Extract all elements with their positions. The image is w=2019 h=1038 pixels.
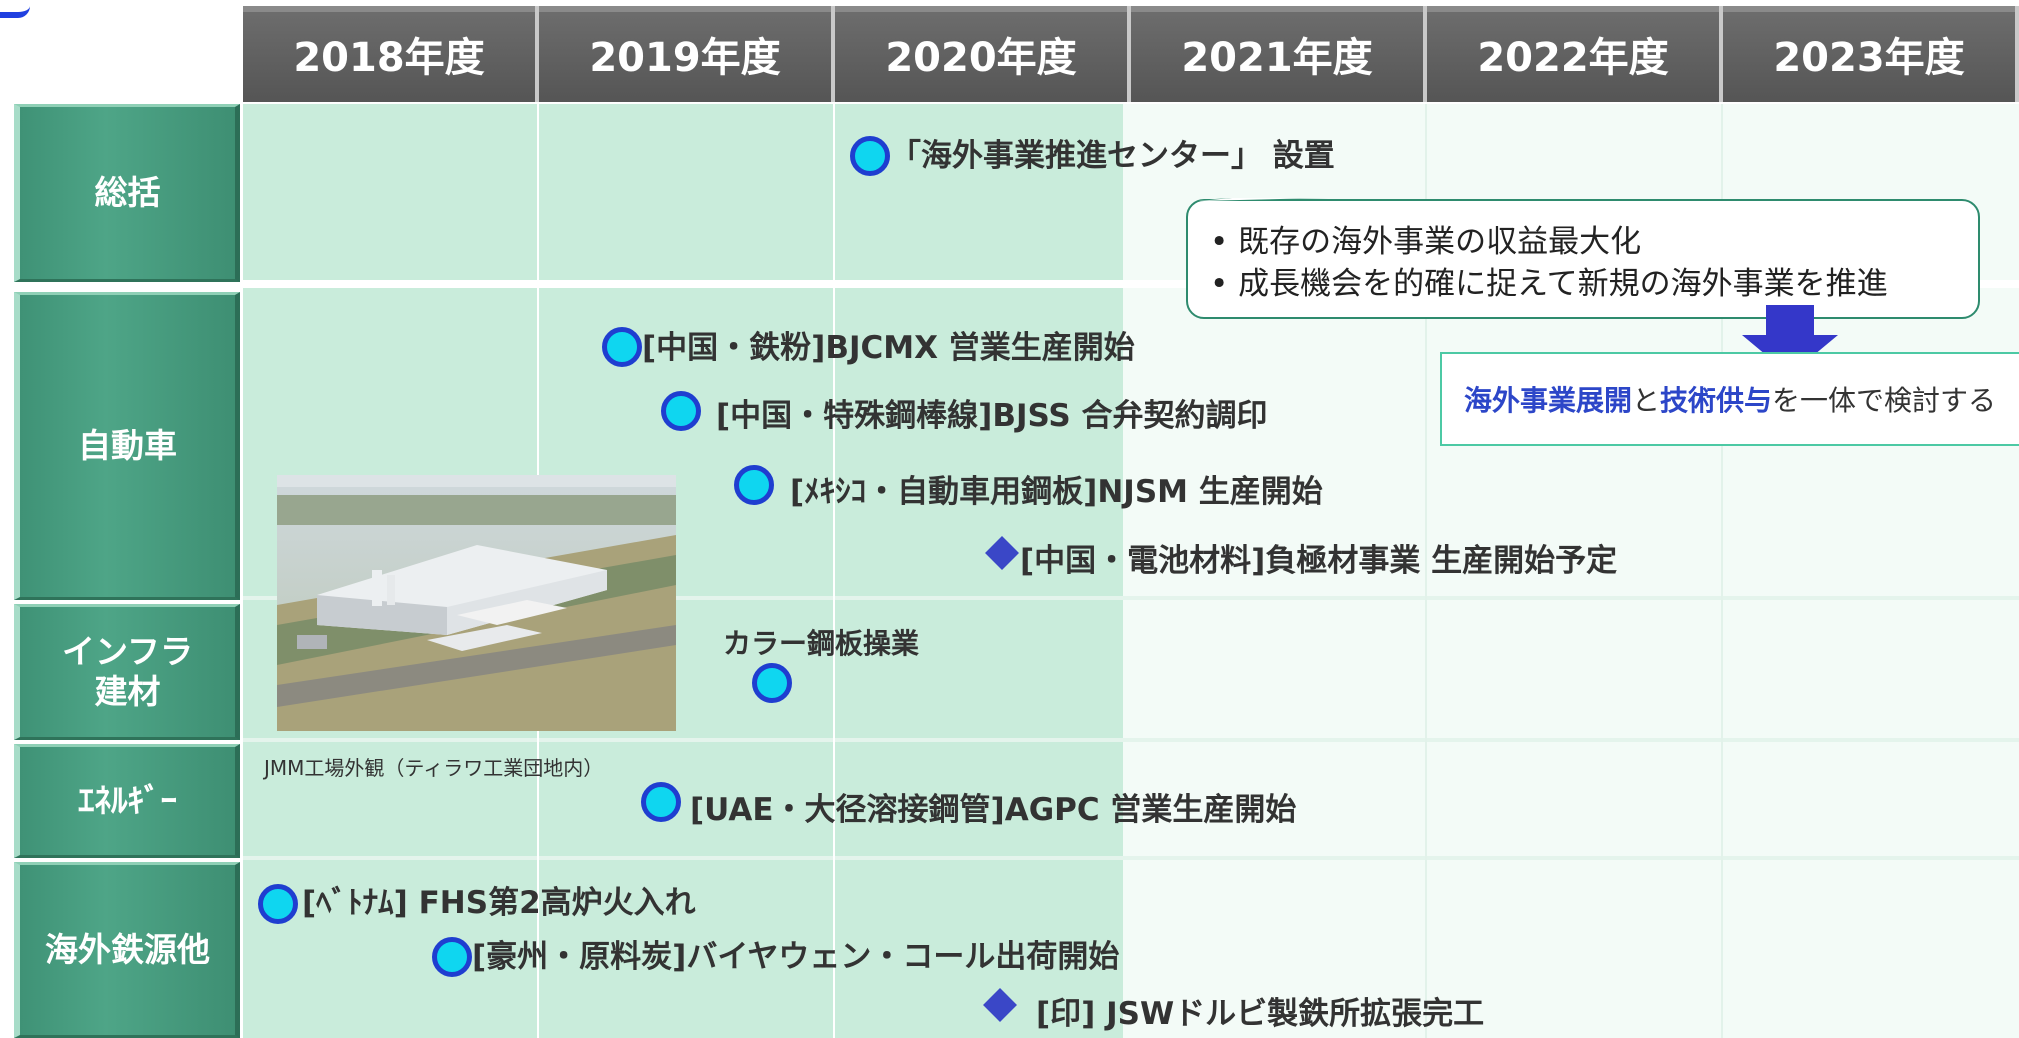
event-agpc: [UAE・大径溶接鋼管]AGPC 営業生産開始 [690, 792, 1297, 828]
year-header-2023: 2023年度 [1723, 6, 2019, 102]
milestone-circle-icon [258, 884, 298, 924]
event-njsm: [ﾒｷｼｺ・自動車用鋼板]NJSM 生産開始 [790, 474, 1323, 510]
year-header-2021: 2021年度 [1131, 6, 1427, 102]
factory-photo [277, 475, 676, 731]
integration-note: 海外事業展開と技術供与を一体で検討する [1440, 352, 2019, 446]
milestone-circle-icon [602, 327, 642, 367]
corner-mark [0, 0, 30, 18]
grid-divider [243, 738, 2019, 742]
event-bjcmx: [中国・鉄粉]BJCMX 営業生産開始 [642, 330, 1135, 366]
event-color-steel: カラー鋼板操業 [723, 627, 920, 660]
grid-column-line [833, 104, 835, 1038]
year-header-2022: 2022年度 [1427, 6, 1723, 102]
grid-divider [243, 856, 2019, 860]
row-label-overseas: 海外鉄源他 [14, 862, 240, 1038]
row-label-energy: ｴﾈﾙｷﾞｰ [14, 744, 240, 858]
grid-column-line [1721, 104, 1723, 1038]
callout-line-2: • 成長機会を的確に捉えて新規の海外事業を推進 [1210, 266, 1888, 302]
year-header-2020: 2020年度 [835, 6, 1131, 102]
event-bjss: [中国・特殊鋼棒線]BJSS 合弁契約調印 [716, 398, 1268, 434]
row-label-automotive: 自動車 [14, 292, 240, 600]
note-tail: を一体で検討する [1772, 384, 1997, 417]
milestone-circle-icon [734, 465, 774, 505]
event-fhs: [ﾍﾞﾄﾅﾑ] FHS第2高炉火入れ [302, 885, 696, 921]
grid-divider [243, 596, 2019, 600]
grid-column-line [1425, 104, 1427, 1038]
year-header-2019: 2019年度 [539, 6, 835, 102]
milestone-circle-icon [432, 937, 472, 977]
grid-divider [243, 280, 2019, 288]
event-coal: [豪州・原料炭]バイヤウェン・コール出荷開始 [472, 939, 1120, 975]
note-connector: と [1632, 384, 1661, 417]
event-jsw: [印] JSWドルビ製鉄所拡張完工 [1036, 996, 1485, 1032]
note-highlight-technology: 技術供与 [1660, 384, 1773, 417]
event-center-established: 「海外事業推進センター」 設置 [890, 138, 1335, 174]
callout-line-1: • 既存の海外事業の収益最大化 [1210, 224, 1642, 260]
policy-callout: • 既存の海外事業の収益最大化 • 成長機会を的確に捉えて新規の海外事業を推進 [1186, 199, 1980, 319]
photo-caption: JMM工場外観（ティラワ工業団地内） [264, 756, 604, 780]
note-highlight-overseas: 海外事業展開 [1464, 384, 1633, 417]
milestone-circle-icon [641, 782, 681, 822]
milestone-circle-icon [752, 663, 792, 703]
row-label-general: 総括 [14, 104, 240, 282]
milestone-circle-icon [850, 136, 890, 176]
event-battery-materials: [中国・電池材料]負極材事業 生産開始予定 [1020, 543, 1618, 579]
down-arrow-icon [1742, 305, 1838, 375]
milestone-circle-icon [661, 391, 701, 431]
year-header-2018: 2018年度 [243, 6, 539, 102]
row-label-infrastructure: インフラ 建材 [14, 604, 240, 740]
